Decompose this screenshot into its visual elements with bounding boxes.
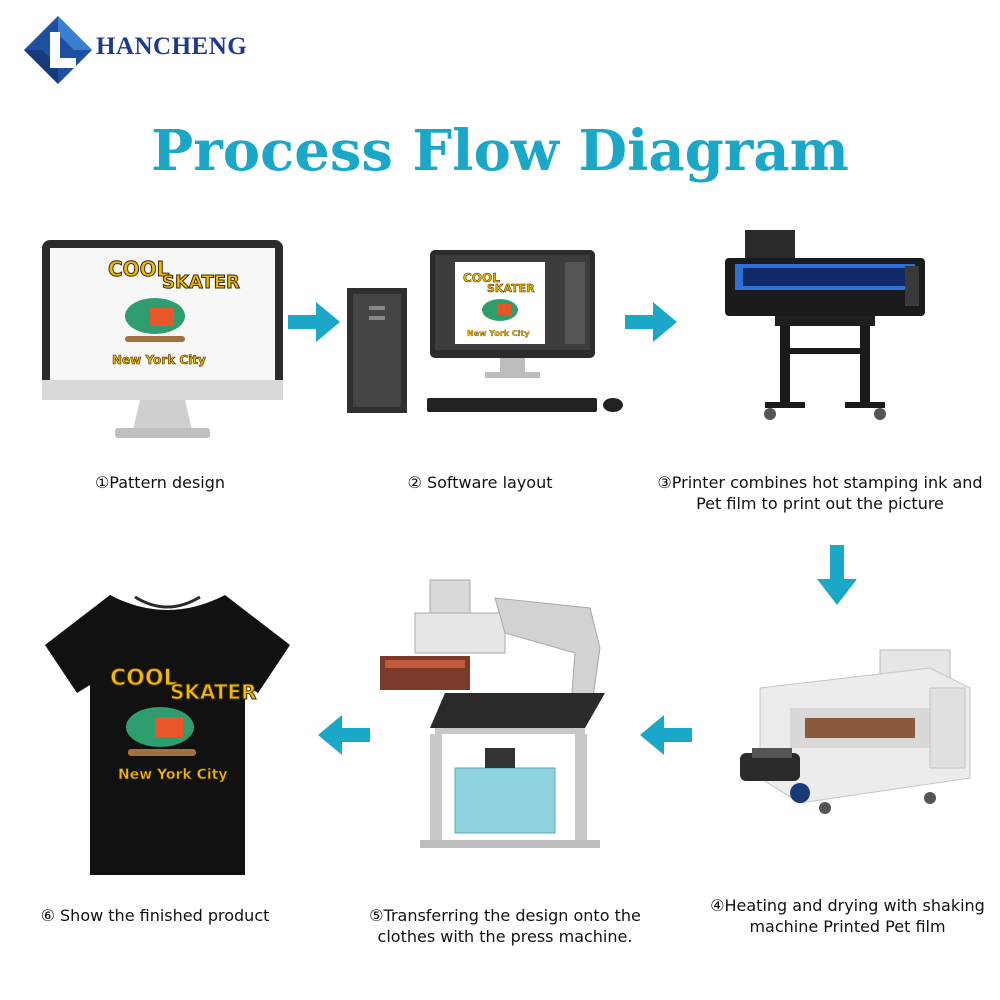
step-1-line-1: ①Pattern design bbox=[94, 473, 226, 492]
art-line3: New York City bbox=[112, 353, 206, 367]
arrow-right-icon bbox=[625, 302, 677, 342]
art-line2: SKATER bbox=[162, 272, 240, 293]
art-line1: COOL bbox=[110, 666, 178, 691]
step-3-line-2: Pet film to print out the picture bbox=[696, 494, 944, 513]
step-4-line-1: ④Heating and drying with shaking bbox=[710, 896, 985, 915]
step-5-caption: ⑤Transferring the design onto the clothe… bbox=[345, 905, 665, 947]
step-6-line-1: ⑥ Show the finished product bbox=[40, 906, 270, 925]
step-4-caption: ④Heating and drying with shaking machine… bbox=[700, 895, 995, 937]
shaking-dryer-machine-image bbox=[730, 648, 980, 823]
step-1-caption: ①Pattern design bbox=[40, 472, 280, 493]
brand-logo bbox=[22, 14, 262, 86]
step-6-caption: ⑥ Show the finished product bbox=[20, 905, 290, 926]
step-4-line-2: machine Printed Pet film bbox=[749, 917, 946, 936]
hancheng-logo-icon bbox=[24, 16, 92, 84]
art-line2: SKATER bbox=[170, 680, 257, 704]
art-line1: COOL bbox=[463, 271, 500, 285]
step-5-line-1: ⑤Transferring the design onto the bbox=[369, 906, 641, 925]
dtf-printer-image bbox=[715, 228, 935, 423]
tshirt-artwork: COOL SKATER New York City bbox=[110, 666, 258, 784]
art-line3: New York City bbox=[118, 767, 227, 783]
step-3-caption: ③Printer combines hot stamping ink and P… bbox=[650, 472, 990, 514]
arrow-left-icon bbox=[640, 715, 692, 755]
software-layout-computer-image: COOL SKATER New York City bbox=[345, 248, 625, 423]
step-2-line-1: ② Software layout bbox=[407, 473, 553, 492]
step-3-line-1: ③Printer combines hot stamping ink and bbox=[657, 473, 983, 492]
desktop-artwork: COOL SKATER New York City bbox=[463, 271, 536, 338]
arrow-down-icon bbox=[817, 545, 857, 605]
finished-tshirt-image: COOL SKATER New York City bbox=[40, 585, 295, 880]
pattern-design-monitor-image: COOL SKATER New York City bbox=[40, 238, 285, 443]
art-line3: New York City bbox=[467, 329, 530, 338]
brand-name: HANCHENG bbox=[96, 33, 248, 60]
art-line2: SKATER bbox=[487, 282, 535, 295]
art-line1: COOL bbox=[108, 257, 170, 281]
heat-press-machine-image bbox=[375, 578, 615, 863]
arrow-right-icon bbox=[288, 302, 340, 342]
step-5-line-2: clothes with the press machine. bbox=[377, 927, 633, 946]
page-title: Process Flow Diagram bbox=[151, 118, 849, 184]
arrow-left-icon bbox=[318, 715, 370, 755]
step-2-caption: ② Software layout bbox=[360, 472, 600, 493]
monitor-artwork: COOL SKATER New York City bbox=[108, 257, 241, 368]
